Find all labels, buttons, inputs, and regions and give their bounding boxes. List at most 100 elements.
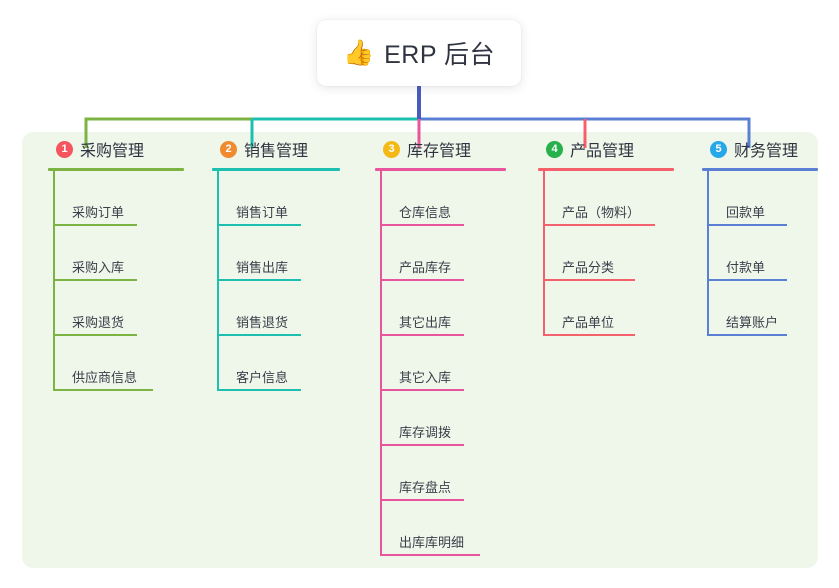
column-spine [707,171,709,336]
list-item-rule [53,389,153,391]
list-item-label: 其它入库 [399,370,452,385]
column-items: 销售订单销售出库销售退货客户信息 [204,171,356,391]
list-item[interactable]: 销售订单 [217,171,356,226]
list-item[interactable]: 供应商信息 [53,336,200,391]
column-header-rule [538,168,674,171]
list-item-rule [543,334,635,336]
column-title: 财务管理 [734,143,799,160]
column-title: 采购管理 [80,143,145,160]
column-header-财务管理[interactable]: 5 财务管理 [694,132,834,166]
column-items: 采购订单采购入库采购退货供应商信息 [40,171,200,391]
list-item[interactable]: 采购退货 [53,281,200,336]
column-header-rule [48,168,184,171]
list-item-rule [217,224,301,226]
list-item-rule [380,334,464,336]
list-item[interactable]: 回款单 [707,171,834,226]
list-item-rule [53,224,137,226]
list-item-label: 客户信息 [236,370,289,385]
list-item[interactable]: 其它出库 [380,281,522,336]
root-node-title: ERP 后台 [384,41,496,69]
column-number-badge: 4 [546,140,563,158]
diagram-panel-background [22,132,818,568]
list-item[interactable]: 其它入库 [380,336,522,391]
list-item-rule [53,279,137,281]
list-item-label: 采购入库 [72,260,125,275]
list-item[interactable]: 付款单 [707,226,834,281]
list-item-label: 其它出库 [399,315,452,330]
column-header-产品管理[interactable]: 4 产品管理 [530,132,690,166]
column-title: 库存管理 [407,143,472,160]
list-item[interactable]: 产品（物料） [543,171,690,226]
list-item-label: 产品分类 [562,260,615,275]
list-item[interactable]: 销售退货 [217,281,356,336]
list-item-label: 付款单 [726,260,766,275]
list-item[interactable]: 销售出库 [217,226,356,281]
list-item-label: 销售出库 [236,260,289,275]
column-spine [380,171,382,556]
list-item-label: 产品（物料） [562,205,641,220]
list-item-label: 销售退货 [236,315,289,330]
list-item-label: 库存盘点 [399,480,452,495]
column-number-badge: 5 [710,140,727,158]
column-header-库存管理[interactable]: 3 库存管理 [367,132,522,166]
column-header-rule [375,168,506,171]
column-产品管理: 4 产品管理产品（物料） 产品分类产品单位 [530,132,690,336]
list-item-rule [543,224,655,226]
list-item-rule [380,279,464,281]
list-item-label: 出库库明细 [399,535,465,550]
list-item-rule [380,554,480,556]
column-items: 产品（物料） 产品分类产品单位 [530,171,690,336]
list-item[interactable]: 出库库明细 [380,501,522,556]
list-item-rule [217,389,301,391]
list-item-rule [217,334,301,336]
column-items: 仓库信息产品库存其它出库其它入库库存调拨库存盘点出库库明细 [367,171,522,556]
list-item[interactable]: 产品分类 [543,226,690,281]
list-item-label: 回款单 [726,205,766,220]
list-item-rule [380,444,464,446]
column-header-rule [702,168,818,171]
list-item-rule [707,334,787,336]
list-item-rule [380,499,464,501]
column-number-badge: 3 [383,140,400,158]
list-item-label: 库存调拨 [399,425,452,440]
list-item-label: 销售订单 [236,205,289,220]
list-item[interactable]: 库存调拨 [380,391,522,446]
list-item-label: 采购退货 [72,315,125,330]
list-item[interactable]: 客户信息 [217,336,356,391]
column-items: 回款单付款单结算账户 [694,171,834,336]
list-item-label: 仓库信息 [399,205,452,220]
column-财务管理: 5 财务管理回款单付款单结算账户 [694,132,834,336]
list-item-label: 结算账户 [726,315,779,330]
list-item[interactable]: 仓库信息 [380,171,522,226]
root-node-inner: 👍 ERP 后台 [343,35,495,71]
list-item-rule [543,279,635,281]
column-header-销售管理[interactable]: 2 销售管理 [204,132,356,166]
column-header-rule [212,168,340,171]
column-销售管理: 2 销售管理销售订单销售出库销售退货客户信息 [204,132,356,391]
list-item-rule [380,389,464,391]
list-item[interactable]: 采购入库 [53,226,200,281]
column-spine [543,171,545,336]
column-title: 产品管理 [570,143,635,160]
column-title: 销售管理 [244,143,309,160]
list-item[interactable]: 库存盘点 [380,446,522,501]
column-库存管理: 3 库存管理仓库信息产品库存其它出库其它入库库存调拨库存盘点出库库明细 [367,132,522,556]
column-spine [217,171,219,391]
root-node-card[interactable]: 👍 ERP 后台 [317,20,521,86]
list-item-label: 采购订单 [72,205,125,220]
column-number-badge: 2 [220,140,237,158]
list-item-rule [217,279,301,281]
list-item-rule [380,224,464,226]
list-item[interactable]: 产品单位 [543,281,690,336]
list-item-label: 产品库存 [399,260,452,275]
list-item[interactable]: 产品库存 [380,226,522,281]
column-spine [53,171,55,391]
list-item[interactable]: 结算账户 [707,281,834,336]
list-item-rule [53,334,137,336]
list-item[interactable]: 采购订单 [53,171,200,226]
list-item-label: 产品单位 [562,315,615,330]
list-item-rule [707,224,787,226]
